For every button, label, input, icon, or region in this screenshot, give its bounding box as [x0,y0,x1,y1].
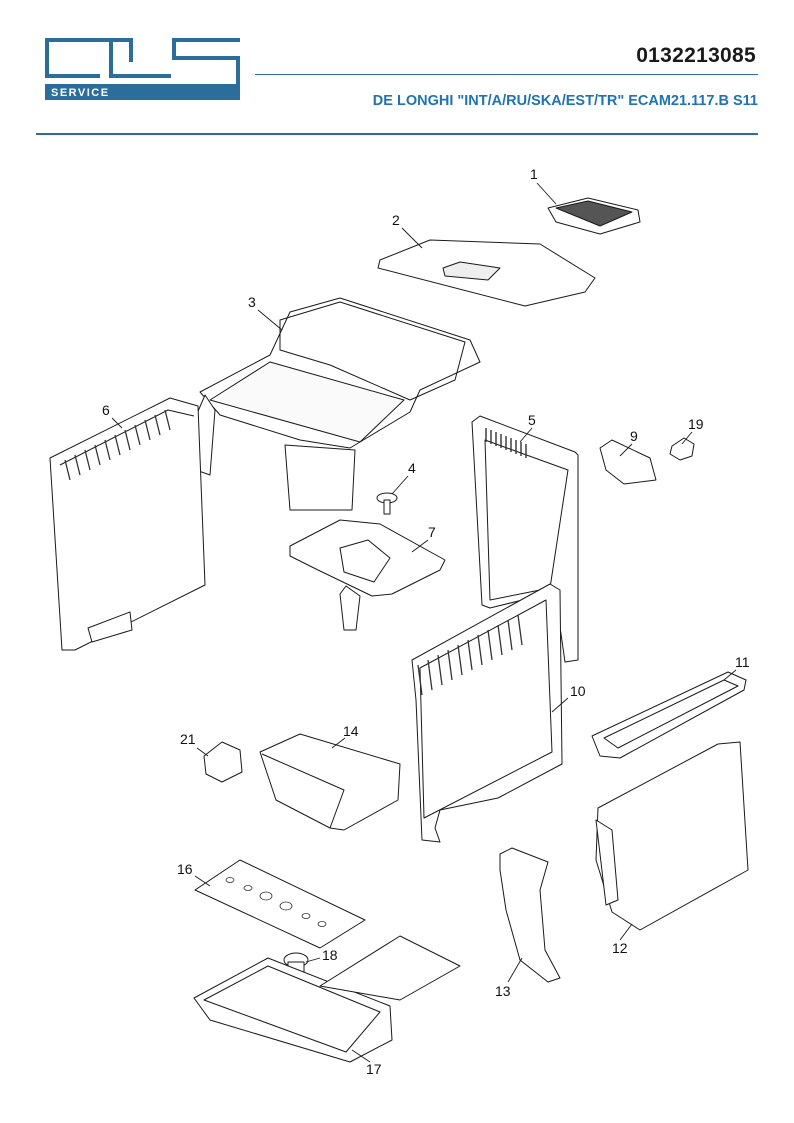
callout-11: 11 [735,654,750,670]
exploded-parts-diagram: 1 2 3 4 5 6 7 9 10 11 12 13 14 16 17 18 … [49,166,750,1077]
part-12-water-tank [595,741,749,931]
callout-14: 14 [343,723,359,739]
part-17-drip-tray [193,935,461,1063]
part-14-grounds-container [259,733,401,831]
header-rule [36,133,758,135]
callout-21: 21 [180,731,196,747]
header-divider [255,74,758,75]
part-2-top-cover [377,239,596,307]
callout-13: 13 [495,983,511,999]
callout-12: 12 [612,940,628,956]
callout-17: 17 [366,1061,382,1077]
part-4-pin [376,492,398,515]
callout-6: 6 [102,402,110,418]
part-6-side-panel [49,397,206,651]
callout-5: 5 [528,412,536,428]
model-title: DE LONGHI "INT/A/RU/SKA/EST/TR" ECAM21.1… [372,93,758,109]
part-number: 0132213085 [636,44,756,67]
part-1-cup-grille [547,197,641,235]
callout-10: 10 [570,683,586,699]
logo-text: SERVICE [51,87,110,99]
callout-1: 1 [530,166,538,182]
part-5-rear-frame [471,415,579,663]
part-7-coffee-funnel [289,519,446,631]
callout-18: 18 [322,947,338,963]
part-11-tank-lid [591,671,747,759]
part-10-front-panel [411,583,563,843]
callout-3: 3 [248,294,256,310]
dls-logo: SERVICE [45,38,240,100]
callout-labels: 1 2 3 4 5 6 7 9 10 11 12 13 14 16 17 18 … [102,166,750,1077]
part-19-connector [669,437,695,461]
callout-4: 4 [408,460,416,476]
part-3-upper-frame [189,297,481,511]
callout-7: 7 [428,524,436,540]
part-16-cup-tray [194,859,366,949]
callout-19: 19 [688,416,704,432]
callout-9: 9 [630,428,638,444]
callout-2: 2 [392,212,400,228]
leader-lines [111,182,737,1063]
part-9-switch [599,439,657,485]
callout-16: 16 [177,861,193,877]
page-header: SERVICE 0132213085 DE LONGHI "INT/A/RU/S… [0,0,794,140]
part-21-clip [203,741,243,783]
part-13-curved-cover [499,847,561,983]
